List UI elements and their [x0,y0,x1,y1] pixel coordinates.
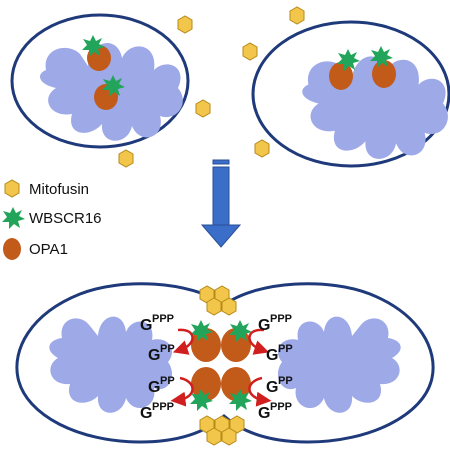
g-letter: G [148,379,160,396]
hexagon-icon [4,179,20,198]
gdp-label-bottom-right: G PP [266,375,293,396]
legend-label: WBSCR16 [29,210,102,227]
g-letter: G [266,379,278,396]
mitofusin-hexagon [206,427,222,446]
phosphate-label: PP [278,343,293,355]
mitofusin-hexagon [254,139,270,158]
phosphate-label: PPP [152,313,174,325]
g-letter: G [258,405,270,422]
legend-label: Mitofusin [29,181,89,198]
cristae-right [277,316,401,413]
mitochondrion-top-right [251,20,450,168]
g-letter: G [258,317,270,334]
phosphate-label: PPP [270,313,292,325]
mitofusin-hexagon [195,99,211,118]
opa1-oval [191,367,221,401]
cristae-left [49,316,173,413]
star-icon [2,207,25,229]
opa1-oval [221,367,251,401]
opa1-oval [329,62,353,90]
oval-icon [3,238,21,260]
fused-mitochondrion [15,282,435,444]
legend-label: OPA1 [29,241,68,258]
phosphate-label: PPP [152,401,174,413]
mitofusin-hexagon [177,15,193,34]
phosphate-label: PPP [270,401,292,413]
phosphate-label: PP [278,375,293,387]
legend-item-mitofusin: Mitofusin [4,179,89,198]
mitofusin-hexagon [221,427,237,446]
legend-item-opa1: OPA1 [3,238,68,260]
gdp-label-top-left: G PP [148,343,175,364]
mitofusin-hexagon [289,6,305,25]
mitofusin-hexagon [221,297,237,316]
gtp-hydrolysis-arrows [170,328,272,407]
mitofusin-hexagon [118,149,134,168]
phosphate-label: PP [160,343,175,355]
mitofusin-hexagon [242,42,258,61]
mitochondrion-top-left [10,13,190,149]
gdp-label-top-right: G PP [266,343,293,364]
g-letter: G [140,317,152,334]
g-letter: G [148,347,160,364]
gtp-label-top-right: G PPP [258,313,292,334]
mitofusin-hexagon [206,297,222,316]
phosphate-label: PP [160,375,175,387]
gdp-label-bottom-left: G PP [148,375,175,396]
gtp-label-bottom-right: G PPP [258,401,292,422]
g-letter: G [140,405,152,422]
gtp-label-top-left: G PPP [140,313,174,334]
down-arrow [200,159,242,248]
legend: Mitofusin WBSCR16 OPA1 [2,179,102,260]
g-letter: G [266,347,278,364]
gtp-label-bottom-left: G PPP [140,401,174,422]
legend-item-wbscr16: WBSCR16 [2,207,102,229]
